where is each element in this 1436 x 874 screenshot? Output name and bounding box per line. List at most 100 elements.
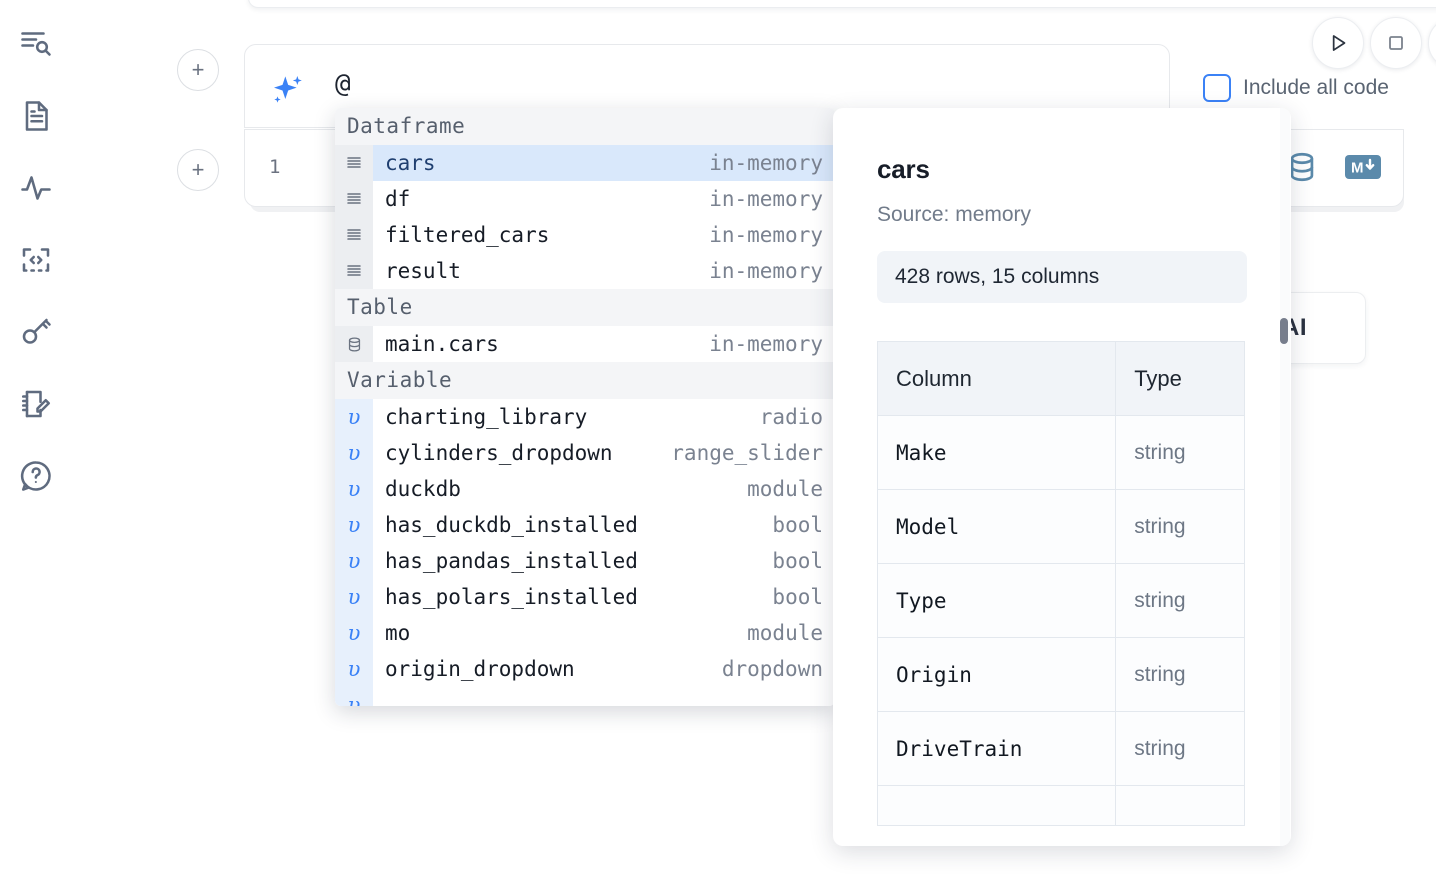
add-cell-button-bottom[interactable]: + bbox=[177, 149, 219, 191]
file-document-icon bbox=[18, 98, 54, 134]
sparkles-icon bbox=[267, 71, 307, 116]
detail-panel: cars Source: memory 428 rows, 15 columns… bbox=[833, 108, 1291, 846]
sidebar-item-scratchpad[interactable] bbox=[10, 378, 62, 430]
detail-source: Source: memory bbox=[877, 203, 1032, 226]
help-question-icon bbox=[18, 458, 54, 494]
autocomplete-item[interactable]: υ bbox=[335, 687, 835, 706]
detail-shape-badge: 428 rows, 15 columns bbox=[877, 251, 1247, 303]
variable-icon: υ bbox=[335, 435, 373, 471]
dataframe-icon bbox=[335, 253, 373, 289]
autocomplete-item-type: in-memory bbox=[709, 187, 823, 211]
autocomplete-item-name: result bbox=[385, 259, 461, 283]
schema-table-header: Type bbox=[1115, 341, 1245, 416]
autocomplete-item-name: origin_dropdown bbox=[385, 657, 575, 681]
autocomplete-item[interactable]: υ cylinders_dropdown range_slider bbox=[335, 435, 835, 471]
autocomplete-item[interactable]: result in-memory bbox=[335, 253, 835, 289]
schema-column-name bbox=[876, 785, 1117, 826]
dataframe-icon bbox=[335, 181, 373, 217]
autocomplete-item[interactable]: main.cars in-memory bbox=[335, 326, 835, 362]
autocomplete-item-type: module bbox=[747, 477, 823, 501]
schema-table-row bbox=[876, 785, 1245, 826]
database-icon[interactable] bbox=[1285, 150, 1319, 189]
autocomplete-item-type: dropdown bbox=[721, 657, 823, 681]
detail-title: cars bbox=[877, 154, 930, 184]
add-cell-button-top[interactable]: + bbox=[177, 49, 219, 91]
schema-column-name: Origin bbox=[876, 637, 1117, 712]
include-all-code-label: Include all code bbox=[1243, 76, 1389, 99]
variable-icon: υ bbox=[335, 543, 373, 579]
variable-icon: υ bbox=[335, 651, 373, 687]
schema-column-name: Type bbox=[876, 563, 1117, 638]
autocomplete-item-type: bool bbox=[772, 513, 823, 537]
run-button[interactable] bbox=[1312, 17, 1364, 69]
left-sidebar bbox=[0, 0, 72, 874]
autocomplete-item-type: radio bbox=[759, 405, 823, 429]
autocomplete-item-type: range_slider bbox=[671, 441, 823, 465]
code-brackets-icon bbox=[18, 242, 54, 278]
sidebar-item-outline[interactable] bbox=[10, 18, 62, 70]
include-all-code-checkbox[interactable] bbox=[1203, 74, 1231, 102]
autocomplete-item-name: cars bbox=[385, 151, 436, 175]
autocomplete-item-name: filtered_cars bbox=[385, 223, 550, 247]
sidebar-item-snippets[interactable] bbox=[10, 234, 62, 286]
stop-button[interactable] bbox=[1370, 17, 1422, 69]
sidebar-item-file[interactable] bbox=[10, 90, 62, 142]
autocomplete-item-type: in-memory bbox=[709, 332, 823, 356]
autocomplete-item-name: has_pandas_installed bbox=[385, 549, 638, 573]
dataframe-icon bbox=[335, 145, 373, 181]
variable-icon: υ bbox=[335, 615, 373, 651]
autocomplete-item[interactable]: υ origin_dropdown dropdown bbox=[335, 651, 835, 687]
variable-icon: υ bbox=[335, 579, 373, 615]
autocomplete-item-type: module bbox=[747, 621, 823, 645]
detail-scrollbar-thumb[interactable] bbox=[1280, 318, 1288, 344]
autocomplete-item-name: has_duckdb_installed bbox=[385, 513, 638, 537]
schema-column-name: Make bbox=[876, 415, 1117, 490]
autocomplete-item-name: has_polars_installed bbox=[385, 585, 638, 609]
sidebar-item-activity[interactable] bbox=[10, 162, 62, 214]
autocomplete-item[interactable]: υ has_duckdb_installed bool bbox=[335, 507, 835, 543]
schema-column-type: string bbox=[1115, 637, 1245, 712]
database-icon bbox=[335, 326, 373, 362]
autocomplete-item-name: df bbox=[385, 187, 411, 211]
variable-icon: υ bbox=[335, 471, 373, 507]
ai-prompt-input[interactable]: @ bbox=[335, 69, 351, 99]
line-number: 1 bbox=[269, 156, 281, 178]
schema-column-type: string bbox=[1115, 489, 1245, 564]
markdown-icon[interactable]: M bbox=[1345, 154, 1381, 185]
autocomplete-item-name: main.cars bbox=[385, 332, 499, 356]
svg-text:M: M bbox=[1351, 160, 1364, 177]
activity-pulse-icon bbox=[18, 170, 54, 206]
dataframe-icon bbox=[335, 217, 373, 253]
schema-column-type: string bbox=[1115, 563, 1245, 638]
sidebar-item-help[interactable] bbox=[10, 450, 62, 502]
more-button[interactable] bbox=[1428, 17, 1436, 69]
variable-icon: υ bbox=[335, 399, 373, 435]
variable-icon: υ bbox=[335, 507, 373, 543]
autocomplete-section-header: Variable bbox=[335, 362, 835, 399]
autocomplete-item-type: in-memory bbox=[709, 259, 823, 283]
variable-icon: υ bbox=[335, 687, 373, 706]
schema-column-name: Model bbox=[876, 489, 1117, 564]
detail-scrollbar-track[interactable] bbox=[1280, 108, 1290, 846]
autocomplete-item-name: cylinders_dropdown bbox=[385, 441, 613, 465]
autocomplete-item-name: mo bbox=[385, 621, 411, 645]
include-all-code-row[interactable]: Include all code bbox=[1203, 74, 1389, 102]
schema-column-type: string bbox=[1115, 711, 1245, 786]
sidebar-item-secrets[interactable] bbox=[10, 306, 62, 358]
schema-column-type bbox=[1115, 785, 1245, 826]
autocomplete-item[interactable]: df in-memory bbox=[335, 181, 835, 217]
